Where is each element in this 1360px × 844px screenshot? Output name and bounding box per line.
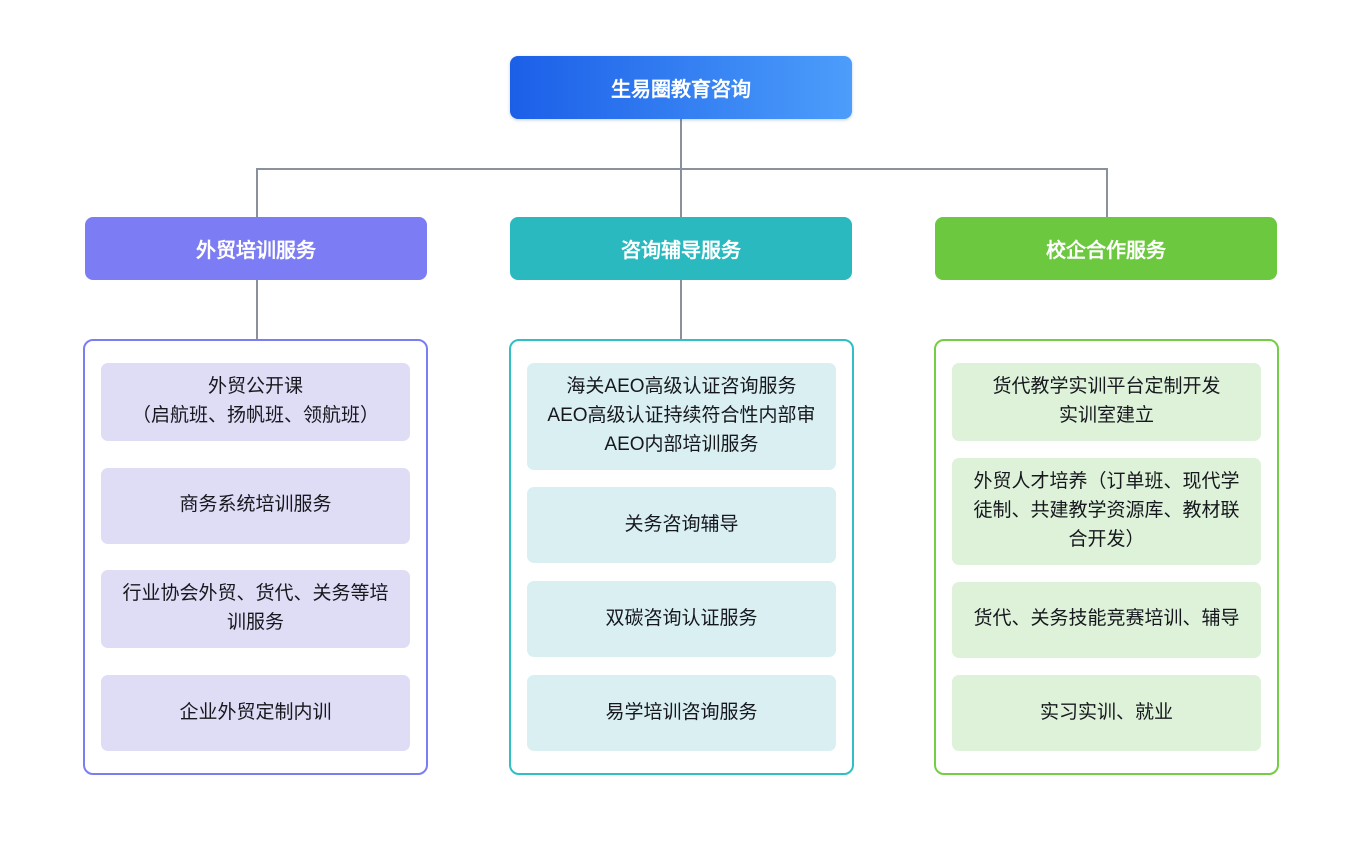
branch-group-consulting: 海关AEO高级认证咨询服务 AEO高级认证持续符合性内部审 AEO内部培训服务 … <box>509 339 854 775</box>
branch-group-school-enterprise: 货代教学实训平台定制开发 实训室建立 外贸人才培养（订单班、现代学徒制、共建教学… <box>934 339 1279 775</box>
leaf-node: 海关AEO高级认证咨询服务 AEO高级认证持续符合性内部审 AEO内部培训服务 <box>527 363 836 470</box>
connector-branch1-top <box>256 168 258 217</box>
branch-header-school-enterprise: 校企合作服务 <box>935 217 1277 280</box>
leaf-node: 实习实训、就业 <box>952 674 1261 751</box>
connector-branch2-top <box>680 168 682 217</box>
leaf-node: 行业协会外贸、货代、关务等培训服务 <box>101 570 410 649</box>
leaf-node: 外贸公开课 （启航班、扬帆班、领航班） <box>101 363 410 441</box>
leaf-node: 双碳咨询认证服务 <box>527 581 836 658</box>
branch-header-trade-training: 外贸培训服务 <box>85 217 427 280</box>
root-node: 生易圈教育咨询 <box>510 56 852 119</box>
connector-branch2-drop <box>680 280 682 339</box>
leaf-node: 易学培训咨询服务 <box>527 674 836 751</box>
branch-group-trade-training: 外贸公开课 （启航班、扬帆班、领航班） 商务系统培训服务 行业协会外贸、货代、关… <box>83 339 428 775</box>
connector-horizontal-bar <box>256 168 1107 170</box>
leaf-node: 关务咨询辅导 <box>527 487 836 564</box>
connector-branch1-drop <box>256 280 258 339</box>
connector-branch3-top <box>1106 168 1108 217</box>
leaf-node: 外贸人才培养（订单班、现代学徒制、共建教学资源库、教材联合开发） <box>952 457 1261 565</box>
leaf-node: 货代、关务技能竞赛培训、辅导 <box>952 581 1261 658</box>
leaf-node: 企业外贸定制内训 <box>101 674 410 751</box>
leaf-node: 商务系统培训服务 <box>101 467 410 544</box>
branch-header-consulting: 咨询辅导服务 <box>510 217 852 280</box>
connector-root-vertical <box>680 119 682 168</box>
leaf-node: 货代教学实训平台定制开发 实训室建立 <box>952 363 1261 441</box>
